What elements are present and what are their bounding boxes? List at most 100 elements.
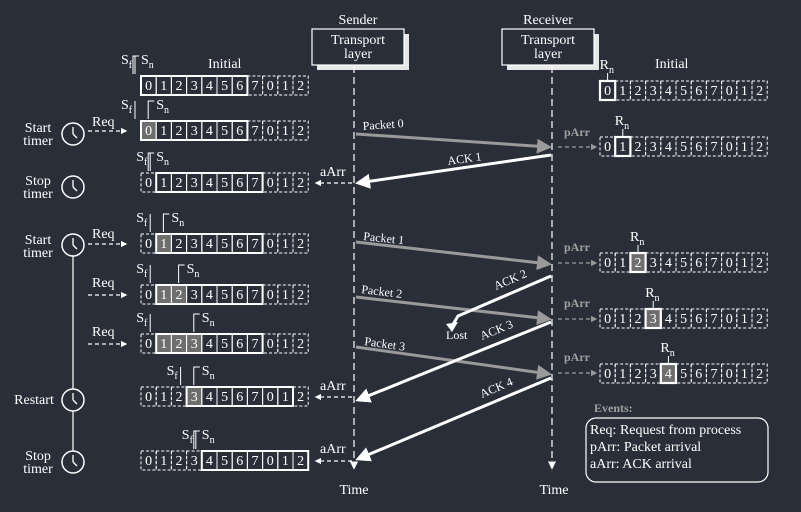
sender-cell-label: 6 [236, 237, 243, 252]
sender-window-frame [155, 333, 264, 354]
receiver-cell-label: 2 [756, 84, 763, 99]
sender-cell [292, 75, 309, 96]
clock-restart: Restart [14, 388, 85, 412]
receiver-cell-label: 2 [635, 367, 642, 382]
sender-cell [277, 75, 294, 96]
sender-cell [262, 233, 279, 254]
sender-cell-label: 6 [236, 288, 243, 303]
receiver-cell-label: 3 [650, 84, 657, 99]
packet-arrow-0 [355, 132, 552, 154]
receiver-cell-label: 1 [741, 367, 748, 382]
receiver-cell-label: 7 [711, 140, 718, 155]
clock-start-1-label: timer [23, 134, 53, 149]
sender-cell [170, 386, 188, 407]
sender-cell-label: 2 [176, 337, 183, 352]
receiver-layer-line1: Transport [521, 33, 575, 48]
receiver-cell [614, 308, 631, 329]
legend-line-aarr: aArr: ACK arrival [590, 457, 692, 472]
receiver-rn-frame [659, 362, 678, 385]
receiver-rn-frame [598, 79, 617, 102]
sn-label: Sn [141, 53, 154, 71]
legend-title: Events: [594, 401, 633, 415]
sender-cell-label: 3 [191, 454, 198, 469]
req-arrow-1-label: Req [92, 115, 115, 130]
ack-label-0: ACK 1 [446, 149, 482, 168]
sn-label: Sn [202, 364, 215, 382]
sender-window-frame [155, 233, 264, 254]
receiver-cell [599, 136, 616, 157]
sf-label: Sf [136, 262, 148, 280]
sender-cell-label: 1 [282, 79, 289, 94]
sender-cell-label: 0 [267, 288, 274, 303]
receiver-cell [721, 308, 738, 329]
receiver-cell [736, 80, 753, 101]
sender-cell-label: 3 [191, 124, 198, 139]
sender-cell-label: 2 [176, 390, 183, 405]
receiver-cell-label: 3 [650, 256, 657, 271]
sn-pointer-line [147, 152, 155, 171]
receiver-cell-label: 0 [604, 84, 611, 99]
receiver-cell [751, 252, 768, 273]
receiver-cell-label: 2 [635, 312, 642, 327]
sn-label: Sn [156, 98, 169, 116]
sender-cell [140, 450, 157, 471]
receiver-cell [599, 363, 616, 384]
sender-cell-label: 5 [221, 176, 228, 191]
receiver-cell [645, 363, 662, 384]
receiver-cell-label: 0 [604, 312, 611, 327]
receiver-rn-frame [644, 307, 662, 330]
receiver-cell-label: 1 [741, 140, 748, 155]
receiver-cell [705, 363, 723, 384]
sender-cell [246, 120, 264, 141]
packet-label-1: Packet 1 [363, 229, 405, 247]
clock-start-1-label: Start [25, 121, 52, 136]
receiver-cell-label: 4 [665, 256, 672, 271]
rn-label: Rn [630, 230, 644, 248]
sender-cell-label: 0 [267, 124, 274, 139]
receiver-cell-label: 2 [756, 256, 763, 271]
sender-cell-label: 2 [176, 79, 183, 94]
sender-cell-label: 7 [252, 390, 259, 405]
sender-cell-label: 1 [282, 390, 289, 405]
sender-cell-label: 0 [267, 390, 274, 405]
sender-cell [292, 120, 309, 141]
sender-cell-label: 6 [236, 454, 243, 469]
sender-cell-label: 0 [267, 337, 274, 352]
clock-hand [72, 244, 78, 250]
receiver-cell-label: 6 [695, 312, 702, 327]
sender-cell-label: 5 [221, 288, 228, 303]
sender-cell-label: 7 [252, 288, 259, 303]
receiver-cell-label: 0 [726, 256, 733, 271]
sf-label: Sf [136, 211, 148, 229]
receiver-label: Receiver [523, 13, 573, 28]
receiver-cell [645, 136, 662, 157]
sender-cell [246, 75, 264, 96]
sn-pointer-line [178, 264, 185, 283]
rn-label: Rn [645, 286, 659, 304]
sender-cell-label: 2 [176, 288, 183, 303]
receiver-cell [690, 136, 707, 157]
sender-cell-label: 5 [221, 124, 228, 139]
receiver-cell [599, 308, 616, 329]
sender-cell [292, 284, 309, 305]
sender-time-label: Time [339, 483, 368, 498]
receiver-cell-label: 1 [619, 140, 626, 155]
sender-transport-box [311, 28, 405, 66]
legend-line-parr: pArr: Packet arrival [590, 440, 701, 455]
sender-cell-label: 1 [160, 454, 167, 469]
ack-arrow-2 [355, 320, 552, 403]
receiver-cell-label: 1 [741, 256, 748, 271]
receiver-cell-label: 1 [741, 312, 748, 327]
receiver-cell [614, 252, 631, 273]
sender-cell-label: 0 [145, 79, 152, 94]
aarr-arrow-2-label: aArr [320, 379, 346, 394]
